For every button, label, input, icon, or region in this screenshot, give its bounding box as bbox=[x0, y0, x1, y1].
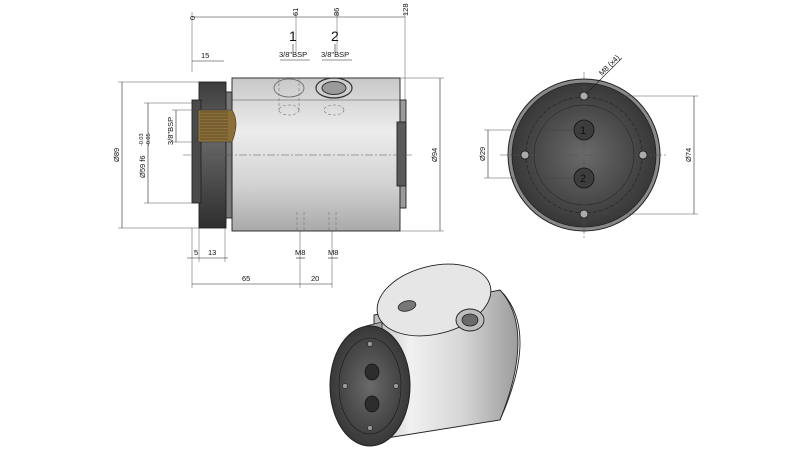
dia-29-label: Ø29 bbox=[478, 147, 487, 161]
iso-bolt-1 bbox=[367, 341, 373, 347]
side-view: 0 61 86 128 1 2 3/8"BSP 3/8"BSP 15 bbox=[112, 3, 444, 288]
port-1-hole bbox=[273, 78, 305, 98]
iso-right-edge bbox=[499, 289, 521, 421]
iso-bolt-3 bbox=[342, 383, 348, 389]
iso-port-top bbox=[397, 300, 417, 312]
iso-flange-ring bbox=[338, 337, 402, 435]
dim-20-label: 20 bbox=[311, 274, 319, 283]
port-1-label: 1 bbox=[289, 28, 297, 44]
end-port-2-label: 2 bbox=[580, 173, 586, 185]
shaft-thread-label: 3/8"BSP bbox=[166, 117, 175, 145]
dim-61-label: 61 bbox=[291, 8, 300, 16]
thread-2-callout: 3/8"BSP bbox=[321, 50, 349, 59]
tol-upper: -0.03 bbox=[139, 133, 145, 146]
dia-89-label: Ø89 bbox=[112, 148, 121, 162]
dia-74-label: Ø74 bbox=[684, 148, 693, 162]
bolt-callout: M8 (x4) bbox=[597, 53, 622, 78]
dim-0-label: 0 bbox=[188, 16, 197, 20]
bolt-hole-right bbox=[638, 150, 648, 160]
bolt-hole-bottom bbox=[579, 209, 589, 219]
dim-86-label: 86 bbox=[332, 8, 341, 16]
dia-94-label: Ø94 bbox=[430, 148, 439, 162]
dim-128-label: 128 bbox=[401, 3, 410, 16]
bolt-leader bbox=[585, 57, 623, 95]
tol-lower: -0.05 bbox=[146, 133, 152, 146]
m8-label-1: M8 bbox=[295, 248, 305, 257]
rear-stub bbox=[396, 121, 407, 187]
body-cylinder bbox=[231, 77, 401, 232]
dim-5-label: 5 bbox=[194, 248, 198, 257]
end-port-1-label: 1 bbox=[580, 125, 586, 137]
iso-port-side-inner bbox=[461, 313, 479, 327]
dia-59-label: Ø59 f6 bbox=[138, 155, 147, 178]
iso-port-2 bbox=[364, 395, 380, 413]
iso-port-1 bbox=[364, 363, 380, 381]
iso-bolt-2 bbox=[367, 425, 373, 431]
port-2-label: 2 bbox=[331, 28, 339, 44]
dim-15-label: 15 bbox=[201, 51, 209, 60]
m8-label-2: M8 bbox=[328, 248, 338, 257]
end-view: 1 2 M8 (x4) Ø29 Ø74 bbox=[478, 53, 698, 238]
dim-65-label: 65 bbox=[242, 274, 250, 283]
spigot bbox=[191, 99, 202, 204]
thread-hatch bbox=[200, 111, 228, 140]
iso-bolt-4 bbox=[393, 383, 399, 389]
isometric-view bbox=[329, 263, 521, 447]
port-2-bore bbox=[323, 104, 345, 116]
port-2-inner bbox=[321, 81, 347, 95]
bolt-hole-left bbox=[520, 150, 530, 160]
thread-1-callout: 3/8"BSP bbox=[279, 50, 307, 59]
iso-flange-face bbox=[329, 325, 411, 447]
dim-13-label: 13 bbox=[208, 248, 216, 257]
